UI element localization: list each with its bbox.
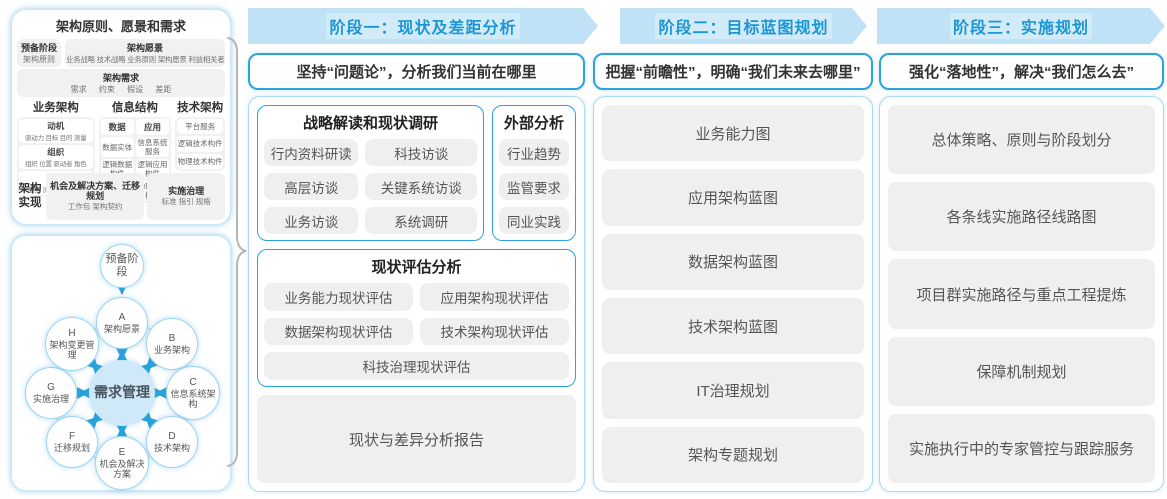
cycle-node-h: H 架构变更管理 — [45, 317, 99, 371]
phase3-item: 实施执行中的专家管控与跟踪服务 — [888, 413, 1155, 484]
strategy-item: 高层访谈 — [264, 173, 359, 200]
phase3-item: 总体策略、原则与阶段划分 — [888, 105, 1155, 175]
prelim-stage-box: 预备阶段 架构原则 — [17, 39, 61, 67]
external-item: 行业趋势 — [499, 139, 569, 166]
phase1-content-panel: 战略解读和现状调研 行内资料研读 科技访谈 高层访谈 关键系统访谈 业务访谈 系… — [248, 96, 585, 492]
cycle-node-b: B 业务架构 — [146, 318, 198, 370]
biz-group-motivation: 动机 驱动力 目标 目的 测量 — [19, 119, 93, 143]
cycle-node-e: E 机会及解决方案 — [95, 436, 149, 490]
strategy-item: 关键系统访谈 — [365, 173, 477, 200]
phase3-item: 项目群实施路径与重点工程提炼 — [888, 259, 1155, 329]
double-arrow-icon — [139, 356, 159, 376]
phase3-header-band: 阶段三：实施规划 — [877, 8, 1165, 44]
phase2-item: 数据架构蓝图 — [602, 233, 864, 290]
prelim-stage-sub: 架构原则 — [23, 55, 55, 64]
phase1-header-text: 阶段一：现状及差距分析 — [326, 13, 519, 39]
assessment-item: 业务能力现状评估 — [264, 283, 413, 311]
strategy-item: 行内资料研读 — [264, 139, 359, 166]
prelim-vision-row: 预备阶段 架构原则 架构愿景 业务战略 技术战略 业务原则 架构愿景 利益相关者 — [17, 39, 225, 67]
phase3-item: 各条线实施路径线路图 — [888, 182, 1155, 252]
phase2-slogan-box: 把握“前瞻性”，明确“我们未来去哪里” — [593, 53, 873, 90]
cycle-node-d: D 技术架构 — [146, 416, 198, 468]
adm-cycle-panel: 预备阶段 需求管理 A 架构愿景 B 业务架构 C 信息系统架构 D 技术架构 … — [10, 234, 232, 492]
panel-title: 架构原则、愿景和需求 — [55, 19, 186, 34]
assessment-item: 科技治理现状评估 — [264, 352, 569, 380]
phase3-slogan-box: 强化“落地性”，解决“我们怎么去” — [879, 53, 1164, 90]
phase3-header-text: 阶段三：实施规划 — [950, 13, 1092, 39]
grouping-brace — [227, 37, 247, 467]
phase2-item: IT治理规划 — [602, 362, 864, 419]
arch-requirements-box: 架构需求 需求 约束 假设 差距 — [17, 69, 225, 97]
list-item: 信息系统服务 — [135, 137, 170, 157]
arch-vision-title: 架构愿景 — [126, 43, 163, 53]
phase2-item: 业务能力图 — [602, 105, 864, 162]
business-arch-title: 业务架构 — [32, 102, 79, 114]
information-structure-title: 信息结构 — [111, 102, 158, 114]
cycle-node-c: C 信息系统架构 — [166, 366, 220, 420]
domain-columns-row: 业务架构 动机 驱动力 目标 目的 测量 组织 组织 位置 驱动者 角色 功能 … — [17, 99, 226, 203]
gap-analysis-report-box: 现状与差异分析报告 — [257, 395, 576, 483]
business-arch-column: 业务架构 动机 驱动力 目标 目的 测量 组织 组织 位置 驱动者 角色 功能 … — [17, 99, 95, 197]
arch-vision-box: 架构愿景 业务战略 技术战略 业务原则 架构愿景 利益相关者 — [65, 39, 225, 67]
implementation-governance-box: 实施治理 标准 指引 规格 — [147, 173, 225, 220]
strategy-item: 系统调研 — [365, 207, 477, 234]
double-arrow-icon — [85, 410, 105, 430]
phase2-header-band: 阶段二：目标蓝图规划 — [620, 8, 867, 44]
cycle-node-f: F 迁移规划 — [46, 416, 98, 468]
external-analysis-box: 外部分析 行业趋势 监管要求 同业实践 — [492, 105, 576, 241]
strategy-item: 科技访谈 — [365, 139, 477, 166]
prelim-stage-title: 预备阶段 — [20, 43, 57, 53]
external-item: 同业实践 — [499, 207, 569, 234]
phase2-item: 技术架构蓝图 — [602, 297, 864, 355]
phase3-content-panel: 总体策略、原则与阶段划分 各条线实施路径线路图 项目群实施路径与重点工程提炼 保… — [879, 96, 1164, 492]
list-item: 平台服务 — [177, 119, 224, 135]
strategy-item: 业务访谈 — [264, 207, 359, 234]
architecture-overview-panel: 架构原则、愿景和需求 预备阶段 架构原则 架构愿景 业务战略 技术战略 业务原则… — [10, 8, 232, 226]
phase1-header-band: 阶段一：现状及差距分析 — [248, 8, 598, 44]
technology-arch-title: 技术架构 — [177, 102, 224, 114]
external-item: 监管要求 — [499, 173, 569, 200]
list-item: 物理技术构件 — [177, 153, 224, 169]
cycle-center-node: 需求管理 — [89, 360, 155, 426]
phase2-item: 应用架构蓝图 — [602, 169, 864, 226]
double-arrow-icon — [139, 410, 159, 430]
phase1-slogan-box: 坚持“问题论”，分析我们当前在哪里 — [248, 53, 585, 90]
information-structure-column: 信息结构 数据 数据实体 逻辑数据构件 物理数据构件 应用 信息系统服务 逻辑应… — [98, 99, 172, 203]
phase3-item: 保障机制规划 — [888, 336, 1155, 406]
technology-arch-column: 技术架构 平台服务 逻辑技术构件 物理技术构件 — [175, 99, 226, 171]
arch-requirements-title: 架构需求 — [102, 73, 139, 83]
strategy-research-box: 战略解读和现状调研 行内资料研读 科技访谈 高层访谈 关键系统访谈 业务访谈 系… — [257, 105, 484, 241]
phase2-header-text: 阶段二：目标蓝图规划 — [655, 13, 831, 39]
assessment-item: 应用架构现状评估 — [420, 283, 569, 311]
double-arrow-icon — [85, 356, 105, 376]
biz-group-organization: 组织 组织 位置 驱动者 角色 — [19, 145, 93, 169]
arch-realization-label: 架构实现 — [18, 182, 42, 209]
cycle-node-prep: 预备阶段 — [100, 244, 144, 288]
phase2-item: 架构专题规划 — [602, 426, 864, 483]
arch-realization-row: 架构实现 机会及解决方案、迁移规划 工作包 架构契约 实施治理 标准 指引 规格 — [17, 173, 225, 220]
list-item: 数据实体 — [100, 137, 134, 157]
list-item: 逻辑技术构件 — [177, 136, 224, 152]
opportunities-migration-box: 机会及解决方案、迁移规划 工作包 架构契约 — [46, 173, 145, 220]
cycle-node-g: G 实施治理 — [25, 367, 77, 419]
phase2-content-panel: 业务能力图 应用架构蓝图 数据架构蓝图 技术架构蓝图 IT治理规划 架构专题规划 — [593, 96, 873, 492]
current-state-assessment-box: 现状评估分析 业务能力现状评估 应用架构现状评估 数据架构现状评估 技术架构现状… — [257, 249, 576, 387]
cycle-node-a: A 架构愿景 — [96, 297, 148, 349]
arch-requirements-sub: 需求 约束 假设 差距 — [70, 85, 172, 94]
assessment-item: 技术架构现状评估 — [420, 317, 569, 346]
assessment-item: 数据架构现状评估 — [264, 317, 413, 346]
arch-vision-sub: 业务战略 技术战略 业务原则 架构愿景 利益相关者 — [66, 55, 225, 64]
